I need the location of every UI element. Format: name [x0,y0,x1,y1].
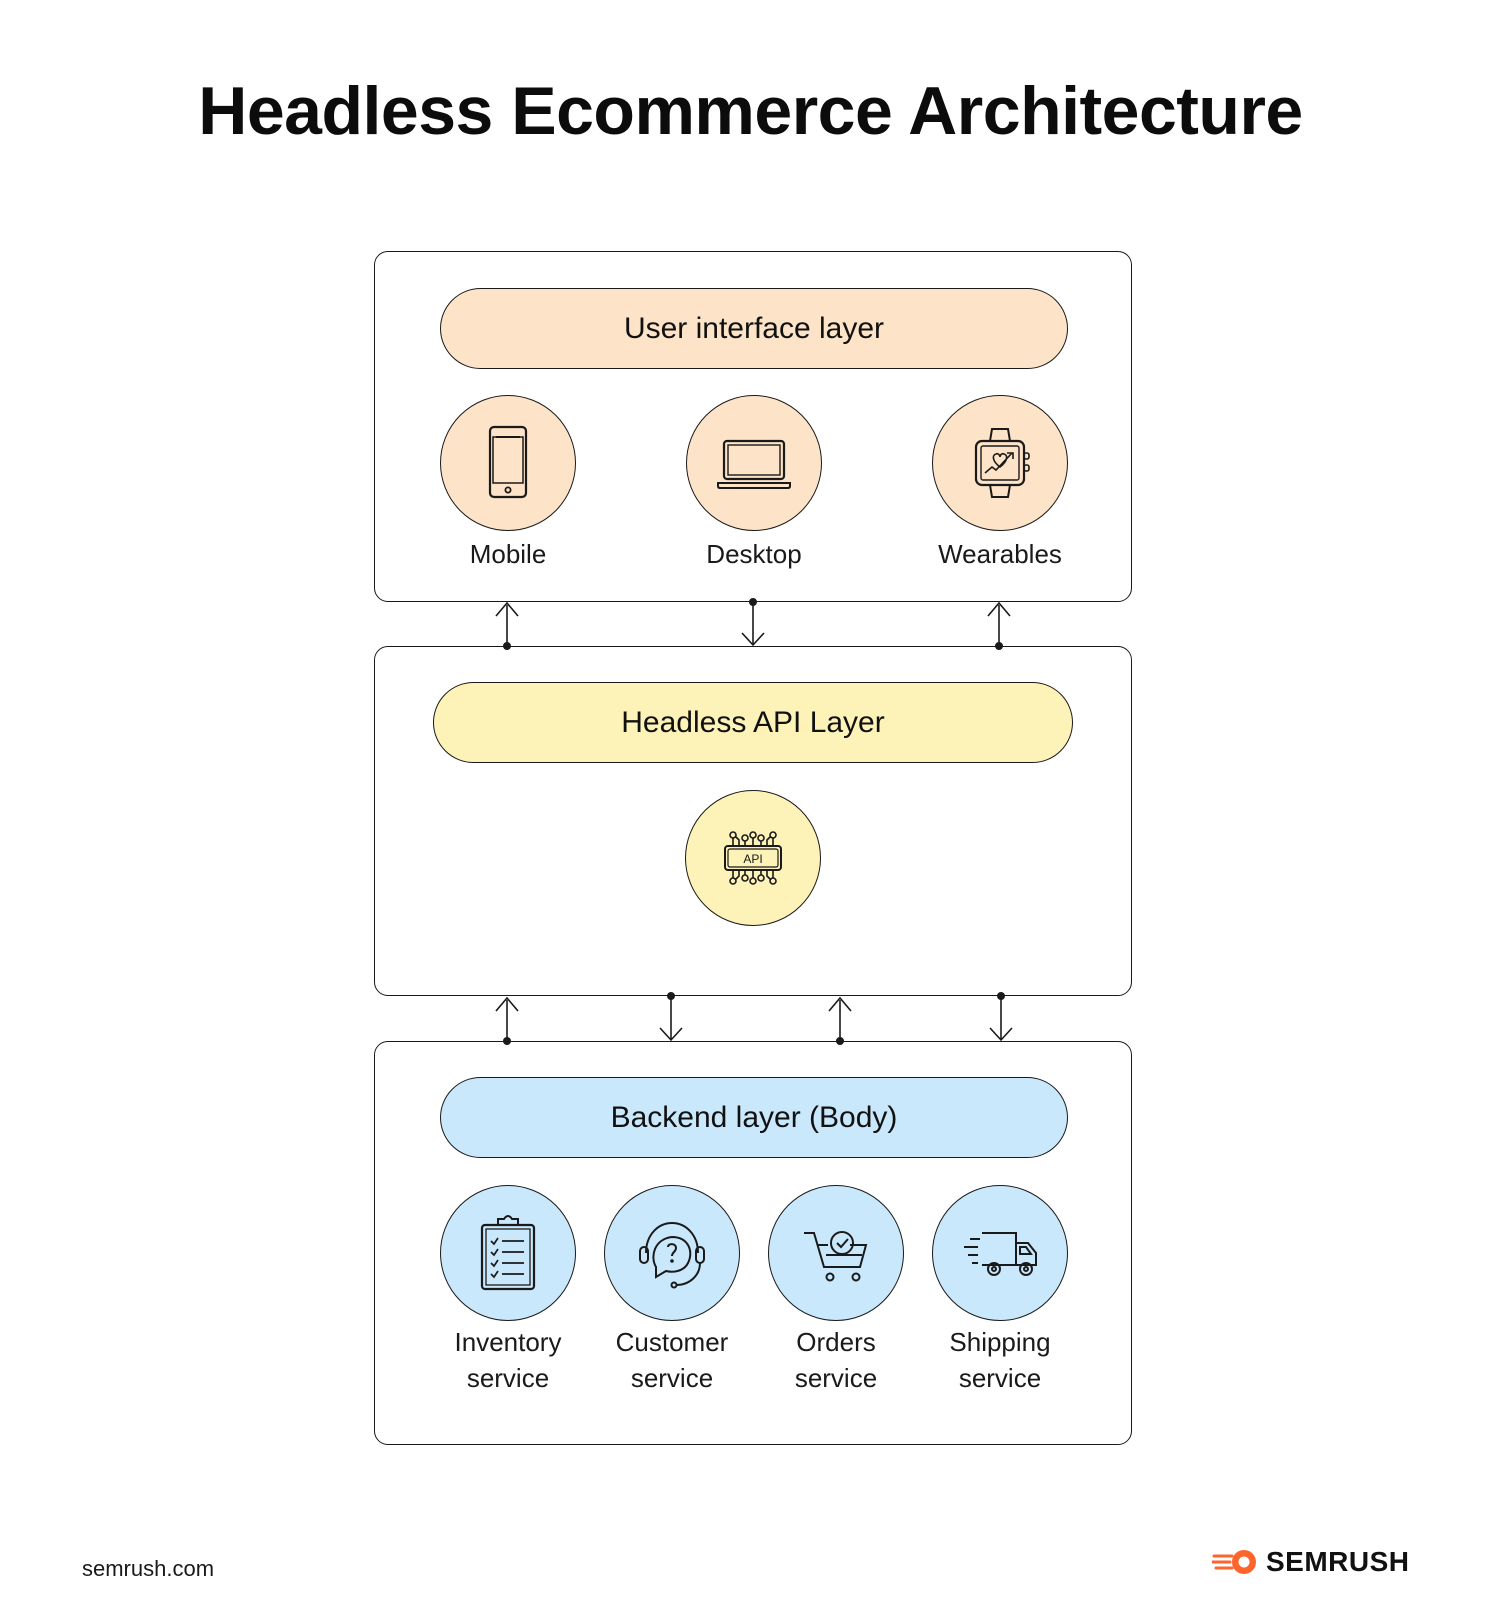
orders-label-line2: service [794,1363,878,1393]
mobile-circle [440,395,576,531]
desktop-circle [686,395,822,531]
customer-label-line2: service [630,1363,714,1393]
shipping-label-line1: Shipping [949,1327,1051,1357]
brand-logo: SEMRUSH [1212,1546,1410,1578]
wearables-label: Wearables [938,539,1062,569]
inventory-label: Inventory service [423,1324,593,1396]
customer-label-line1: Customer [615,1327,729,1357]
inventory-label-line1: Inventory [454,1327,562,1357]
api-chip-icon: API [724,831,782,885]
delivery-truck-icon [964,1232,1037,1276]
api-layer-pill: Headless API Layer [433,682,1073,763]
ui-layer-pill: User interface layer [440,288,1068,369]
shopping-cart-icon [804,1231,868,1282]
shipping-label: Shipping service [915,1324,1085,1396]
diagram-title: Headless Ecommerce Architecture [198,73,1303,149]
connector-api-be-4-arrow-down [989,991,1013,1042]
api-circle: API [685,790,821,926]
headset-support-icon [639,1221,705,1289]
footer-url: semrush.com [82,1556,215,1581]
laptop-icon [717,439,791,489]
connector-ui-api-2-arrow-down [741,597,765,647]
orders-circle [768,1185,904,1321]
connector-api-be-1-arrow-up [495,996,519,1046]
inventory-label-line2: service [466,1363,550,1393]
clipboard-checklist-icon [480,1215,536,1291]
brand-name: SEMRUSH [1266,1546,1410,1577]
orders-label-line1: Orders [796,1327,876,1357]
smartwatch-icon [974,428,1030,498]
customer-circle [604,1185,740,1321]
mobile-phone-icon [488,425,528,499]
backend-layer-pill: Backend layer (Body) [440,1077,1068,1158]
connector-api-be-3-arrow-up [828,996,852,1046]
api-chip-text: API [743,852,762,866]
connector-ui-api-3-arrow-up [987,601,1011,650]
shipping-label-line2: service [958,1363,1042,1393]
semrush-flame-icon [1212,1550,1256,1574]
mobile-label: Mobile [469,539,547,569]
orders-label: Orders service [751,1324,921,1396]
connector-api-be-2-arrow-down [659,991,683,1042]
connector-ui-api-1-arrow-up [495,601,519,650]
wearables-circle [932,395,1068,531]
inventory-circle [440,1185,576,1321]
shipping-circle [932,1185,1068,1321]
customer-label: Customer service [587,1324,757,1396]
desktop-label: Desktop [706,539,802,569]
